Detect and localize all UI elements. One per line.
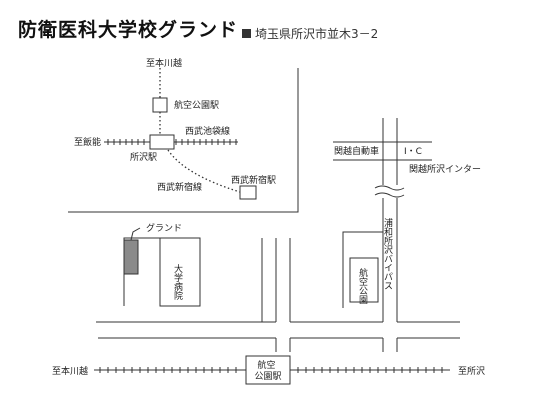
label-urawa-tokorozawa-bypass: 浦和所沢バイパス <box>382 217 393 290</box>
label-seibu-ikebukuro-line: 西武池袋線 <box>185 125 230 137</box>
label-to-hanno: 至飯能 <box>74 136 101 148</box>
label-koku-koen-station-bottom: 航空 公園駅 <box>254 359 281 382</box>
tokorozawa-station-marker <box>149 134 175 150</box>
label-tokorozawa-station: 所沢駅 <box>130 151 157 163</box>
koku-koen-park-block <box>342 231 383 308</box>
address: 埼玉県所沢市並木3－2 <box>242 25 378 42</box>
label-ground: グランド <box>146 222 182 234</box>
koku-koen-park-label-box <box>349 257 379 303</box>
label-ic: I・C <box>404 147 422 157</box>
label-to-tokorozawa: 至所沢 <box>458 365 485 377</box>
label-seibu-shinjuku-line: 西武新宿線 <box>157 181 202 193</box>
address-text: 埼玉県所沢市並木3－2 <box>255 27 379 41</box>
koku-koen-station-top-marker <box>152 97 168 113</box>
bullet-square-icon <box>242 29 251 38</box>
expressway-break-mark <box>374 185 405 198</box>
bottom-railway-ties <box>99 367 443 373</box>
hospital-block <box>159 237 201 307</box>
ns-road-left-south <box>275 338 291 352</box>
label-kanetsu-tokorozawa-interchange: 関越所沢インター <box>409 163 481 175</box>
ns-road-left <box>261 238 277 322</box>
ground-area-outline <box>123 237 160 306</box>
page-title: 防衛医科大学校グランド <box>18 19 239 41</box>
label-hospital: 大学病院 <box>172 263 183 301</box>
label-koku-koen-park: 航空公園 <box>357 267 368 305</box>
ground-area <box>123 239 139 275</box>
seibu-shinjuku-station-marker <box>239 185 257 200</box>
koku-koen-station-bottom-marker <box>245 355 291 385</box>
label-shimo-hon-kawagoe-bottom: 至本川越 <box>52 365 88 377</box>
label-shimo-hon-kawagoe-top: 至本川越 <box>146 57 182 69</box>
area-boundary <box>68 68 299 213</box>
label-kanetsu-expressway: 関越自動車 <box>334 145 379 157</box>
label-seibu-shinjuku-station: 西武新宿駅 <box>231 174 276 186</box>
seibu-ikebukuro-line-ties <box>107 139 237 145</box>
label-koku-koen-station-top: 航空公園駅 <box>174 99 219 111</box>
ground-pointer-line <box>130 227 141 241</box>
bypass-south <box>382 338 398 352</box>
